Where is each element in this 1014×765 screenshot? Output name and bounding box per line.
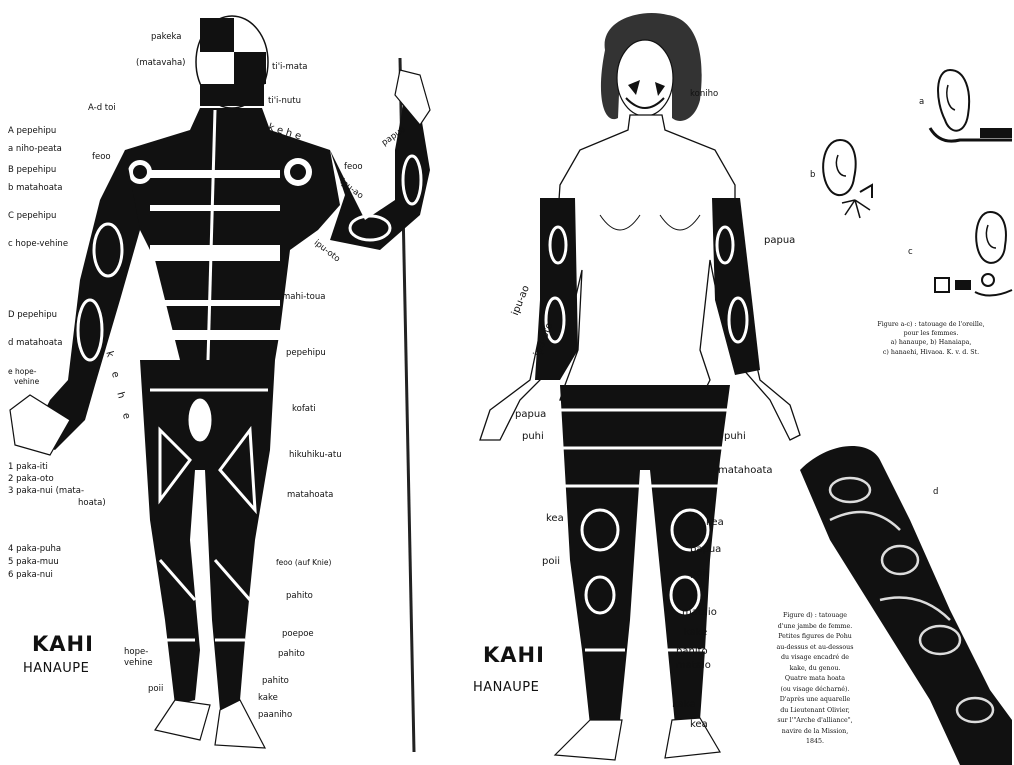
leg-caption-line: d'une jambe de femme. xyxy=(765,622,865,633)
leg-caption-line: D'après une aquarelle xyxy=(765,695,865,706)
leg-caption-line: Petites figures de Pohu xyxy=(765,632,865,643)
leg-caption-line: (ou visage décharné). xyxy=(765,685,865,696)
leg-caption: Figure d) : tatouage d'une jambe de femm… xyxy=(765,611,865,748)
leg-label-d: d xyxy=(933,487,938,497)
leg-caption-line: kake, du genou. xyxy=(765,664,865,675)
leg-caption-line: Figure d) : tatouage xyxy=(765,611,865,622)
leg-caption-line: au-dessus et au-dessous xyxy=(765,643,865,654)
leg-caption-line: du Lieutenant Olivier, xyxy=(765,706,865,717)
leg-caption-line: sur l'"Arche d'alliance", xyxy=(765,716,865,727)
leg-caption-line: Quatre mata hoata xyxy=(765,674,865,685)
leg-caption-line: du visage encadré de xyxy=(765,653,865,664)
leg-caption-line: 1845. xyxy=(765,737,865,748)
leg-caption-line: navire de la Mission, xyxy=(765,727,865,738)
